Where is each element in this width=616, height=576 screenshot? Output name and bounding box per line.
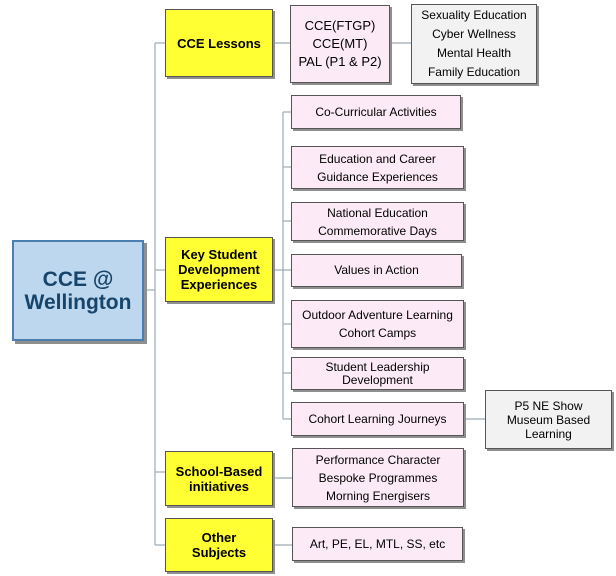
other-subjects-box: Art, PE, EL, MTL, SS, etc: [292, 527, 463, 561]
initiatives-text: Performance Character Bespoke Programmes…: [315, 452, 441, 503]
lessons-topics-box: Sexuality Education Cyber Wellness Menta…: [411, 4, 537, 84]
category-label: School-Based initiatives: [175, 463, 263, 494]
experience-label: Student Leadership Development: [325, 359, 430, 387]
experience-item: Education and Career Guidance Experience…: [291, 146, 464, 189]
category-other-subjects: Other Subjects: [165, 518, 273, 572]
experience-item: Cohort Learning Journeys: [291, 402, 464, 436]
journeys-detail-text: P5 NE Show Museum Based Learning: [506, 398, 591, 441]
experience-label: Cohort Learning Journeys: [308, 411, 447, 426]
category-school-initiatives: School-Based initiatives: [165, 451, 273, 506]
category-cce-lessons: CCE Lessons: [165, 9, 273, 77]
category-label: CCE Lessons: [177, 35, 261, 51]
experience-label: Values in Action: [334, 263, 419, 277]
experience-label: Co-Curricular Activities: [315, 104, 437, 119]
experience-item: National Education Commemorative Days: [291, 202, 464, 241]
experience-item: Outdoor Adventure Learning Cohort Camps: [291, 300, 464, 348]
lessons-programmes-box: CCE(FTGP) CCE(MT) PAL (P1 & P2): [290, 5, 390, 83]
experience-item: Values in Action: [291, 254, 462, 287]
category-key-experiences: Key Student Development Experiences: [165, 237, 273, 302]
root-node: CCE @ Wellington: [12, 240, 144, 341]
experience-item: Co-Curricular Activities: [291, 95, 461, 129]
category-label: Key Student Development Experiences: [178, 247, 260, 292]
journeys-detail-box: P5 NE Show Museum Based Learning: [485, 390, 612, 449]
other-subjects-text: Art, PE, EL, MTL, SS, etc: [309, 536, 446, 551]
category-label: Other Subjects: [191, 530, 247, 560]
lessons-programmes-text: CCE(FTGP) CCE(MT) PAL (P1 & P2): [298, 18, 382, 69]
initiatives-box: Performance Character Bespoke Programmes…: [292, 448, 464, 507]
experience-item: Student Leadership Development: [291, 357, 464, 390]
root-label: CCE @ Wellington: [24, 267, 132, 314]
experience-label: Education and Career Guidance Experience…: [317, 151, 438, 184]
lessons-topics-text: Sexuality Education Cyber Wellness Menta…: [421, 8, 527, 79]
experience-label: National Education Commemorative Days: [318, 205, 437, 238]
experience-label: Outdoor Adventure Learning Cohort Camps: [302, 308, 453, 340]
